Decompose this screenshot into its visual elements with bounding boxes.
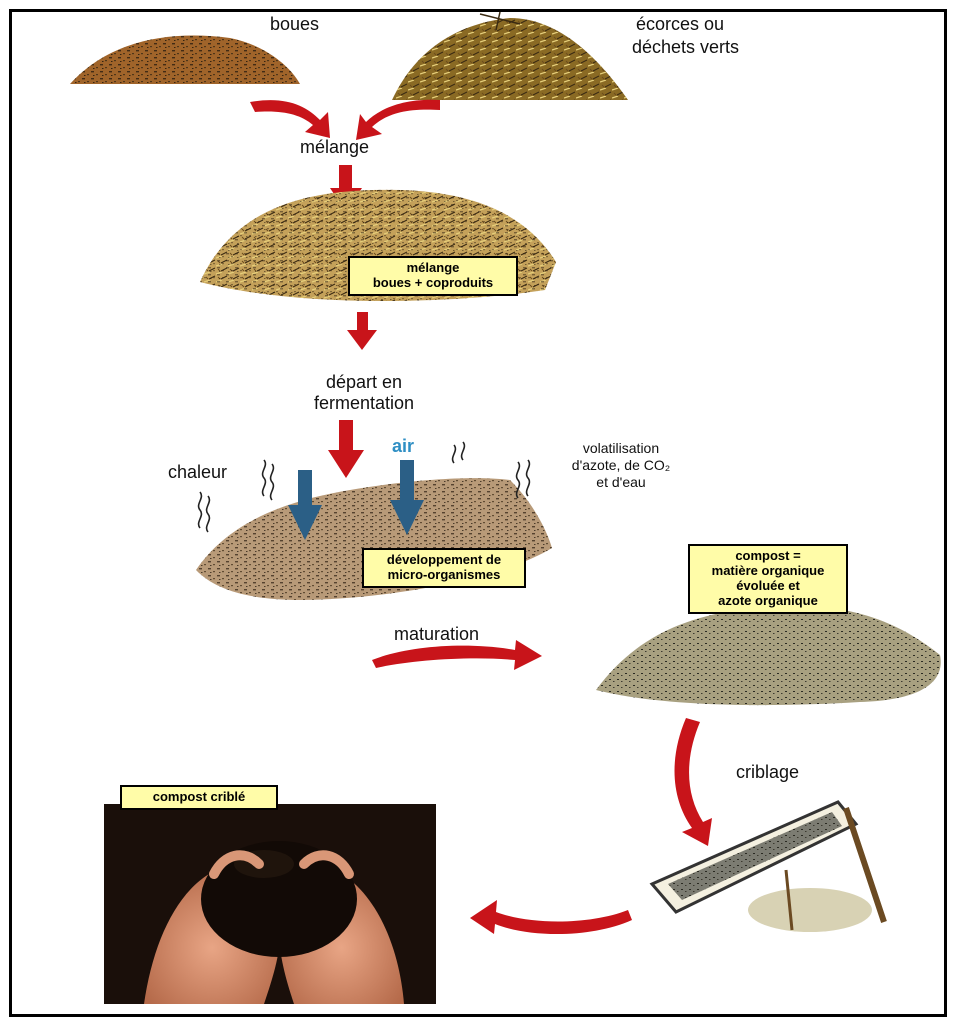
label-ecorces-line2: déchets verts <box>632 37 739 58</box>
ecorces-pile <box>392 12 628 100</box>
box-compost-line3: évoluée et <box>696 579 840 594</box>
box-developpement: développement de micro-organismes <box>362 548 526 588</box>
compost-crible-photo <box>104 804 436 1004</box>
box-dev-line2: micro-organismes <box>370 568 518 583</box>
label-air: air <box>392 436 414 457</box>
label-maturation: maturation <box>394 624 479 645</box>
boues-pile <box>70 35 300 84</box>
label-volatilisation-line3: et d'eau <box>556 474 686 490</box>
arrow-pile-to-depart <box>347 312 377 350</box>
compost-pile <box>596 606 941 705</box>
box-compost-line1: compost = <box>696 549 840 564</box>
sieve <box>652 802 884 932</box>
box-compost-crible: compost criblé <box>120 785 278 810</box>
label-volatilisation-line1: volatilisation <box>556 440 686 456</box>
label-criblage: criblage <box>736 762 799 783</box>
label-chaleur: chaleur <box>168 462 227 483</box>
box-crible-line1: compost criblé <box>128 790 270 805</box>
label-depart-line1: départ en <box>298 372 430 393</box>
box-melange-coproduits: mélange boues + coproduits <box>348 256 518 296</box>
box-compost: compost = matière organique évoluée et a… <box>688 544 848 614</box>
arrow-to-compost-crible <box>470 900 632 934</box>
label-ecorces-line1: écorces ou <box>636 14 724 35</box>
box-dev-line1: développement de <box>370 553 518 568</box>
box-compost-line2: matière organique <box>696 564 840 579</box>
box-compost-line4: azote organique <box>696 594 840 609</box>
box-melange-line2: boues + coproduits <box>356 276 510 291</box>
label-boues: boues <box>270 14 319 35</box>
label-depart-line2: fermentation <box>292 393 436 414</box>
label-melange: mélange <box>300 137 369 158</box>
label-volatilisation-line2: d'azote, de CO₂ <box>556 457 686 473</box>
arrow-depart-to-fermentation <box>328 420 364 478</box>
box-melange-line1: mélange <box>356 261 510 276</box>
arrow-criblage <box>675 718 712 846</box>
arrows-into-melange <box>250 100 440 140</box>
